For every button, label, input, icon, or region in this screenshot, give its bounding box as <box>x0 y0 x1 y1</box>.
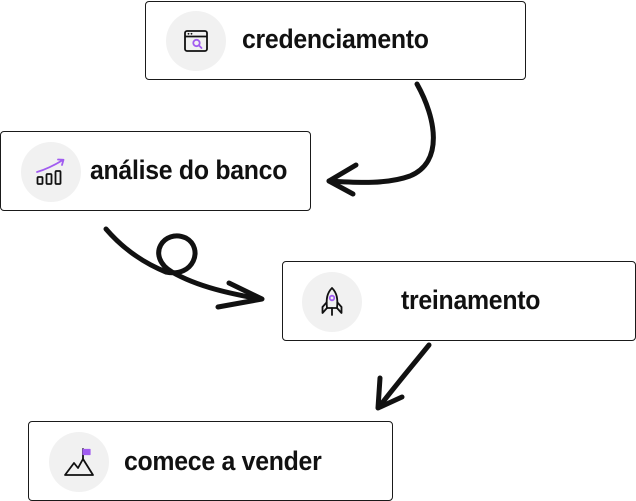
arrow-2-head <box>215 280 265 310</box>
step-2-icon-badge <box>21 142 81 202</box>
arrow-2-to-3 <box>103 226 263 302</box>
growth-chart-icon <box>36 158 65 185</box>
arrow-3-head <box>375 375 405 411</box>
arrow-1-to-2 <box>326 81 436 185</box>
browser-search-icon <box>184 30 208 52</box>
step-1-label: credenciamento <box>242 24 429 54</box>
mountain-flag-icon <box>64 448 94 476</box>
step-3-label: treinamento <box>401 285 541 315</box>
step-1-icon-badge <box>166 11 226 71</box>
rocket-icon <box>321 287 343 316</box>
arrow-1-head <box>326 162 359 197</box>
step-4-icon-badge <box>49 432 109 492</box>
step-2-label: análise do banco <box>90 155 288 185</box>
step-comece-a-vender: comece a vender <box>28 421 393 501</box>
step-4-label: comece a vender <box>124 446 322 476</box>
step-treinamento: treinamento <box>282 261 636 341</box>
step-credenciamento: credenciamento <box>145 1 526 80</box>
step-3-icon-badge <box>302 272 362 332</box>
step-analise-do-banco: análise do banco <box>0 131 311 211</box>
arrow-3-to-4 <box>376 342 432 410</box>
